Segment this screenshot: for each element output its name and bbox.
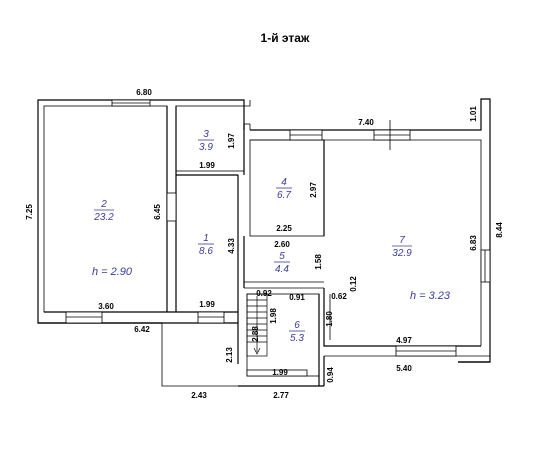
dim-porch-height: 2.13 [225,347,234,363]
dim-stair-012: 0.12 [349,276,358,292]
room-2-height: h = 2.90 [92,266,133,278]
dim-room5-width: 2.60 [274,240,290,249]
porch-outline [161,323,238,387]
room-7-area: 32.9 [392,248,412,259]
room-6-area: 5.3 [290,333,304,344]
room-6-number: 6 [294,320,300,331]
dim-top-right: 7.40 [358,118,374,127]
windows [65,99,491,377]
dim-room2-room1-wall: 6.45 [153,204,162,220]
window-room1-left [166,192,177,222]
outer-wall-left [37,99,245,324]
dim-room7-bottom: 4.97 [396,336,412,345]
dim-room5-height: 1.58 [314,254,323,270]
dim-stair-198: 1.98 [269,308,278,324]
dimension-labels: 6.80 7.25 3.60 6.45 6.42 1.97 1.99 4.33 … [25,88,504,400]
room-5-area: 4.4 [275,264,289,275]
dim-room4-width: 2.25 [276,224,292,233]
room-3-area: 3.9 [199,142,213,153]
dim-top-left-width: 6.80 [136,88,152,97]
dim-right-top-notch: 1.01 [469,106,478,122]
dim-room2-bottom: 3.60 [98,302,114,311]
dim-room3-height: 1.97 [227,133,236,149]
dim-stair-091: 0.91 [289,293,305,302]
dim-stair-288: 2.88 [251,326,260,342]
walls [37,98,491,387]
floor-title: 1-й этаж [261,31,310,45]
window-bottom-left [65,311,103,324]
room-7-number: 7 [399,235,405,246]
dim-bottom-middle: 2.77 [273,391,289,400]
room-3-number: 3 [203,129,209,140]
staircase [246,293,268,357]
dim-right-height: 8.44 [495,222,504,238]
window-room1-bottom [197,311,225,324]
dim-left-height: 7.25 [25,204,34,220]
room-2-area: 23.2 [93,212,114,223]
dim-bottom-right: 5.40 [396,364,412,373]
dim-room3-width: 1.99 [199,161,215,170]
room-labels: 2 23.2 3 3.9 4 6.7 1 8.6 5 4.4 6 5.3 7 3… [92,129,451,344]
dim-stair-062: 0.62 [331,292,347,301]
window-right [480,249,491,283]
room-4-area: 6.7 [277,190,291,201]
dim-bottom-left: 6.42 [134,325,150,334]
dim-room6-width: 1.99 [272,368,288,377]
room-2-number: 2 [100,199,107,210]
dim-room7-height: 6.83 [469,235,478,251]
room-1-number: 1 [203,233,209,244]
window-room6 [246,369,308,377]
dim-room4-height: 2.97 [309,182,318,198]
dim-porch-width: 2.43 [191,391,207,400]
room-5-number: 5 [279,251,285,262]
room-1-area: 8.6 [199,246,213,257]
dim-room1-width: 1.99 [199,300,215,309]
dim-room1-height: 4.33 [227,238,236,254]
dim-stair-092: 0.92 [256,289,272,298]
dim-room6-height: 1.80 [325,311,334,327]
room-7-height: h = 3.23 [410,290,451,302]
room-4-number: 4 [281,177,287,188]
dim-bottom-notch: 0.94 [326,367,335,383]
